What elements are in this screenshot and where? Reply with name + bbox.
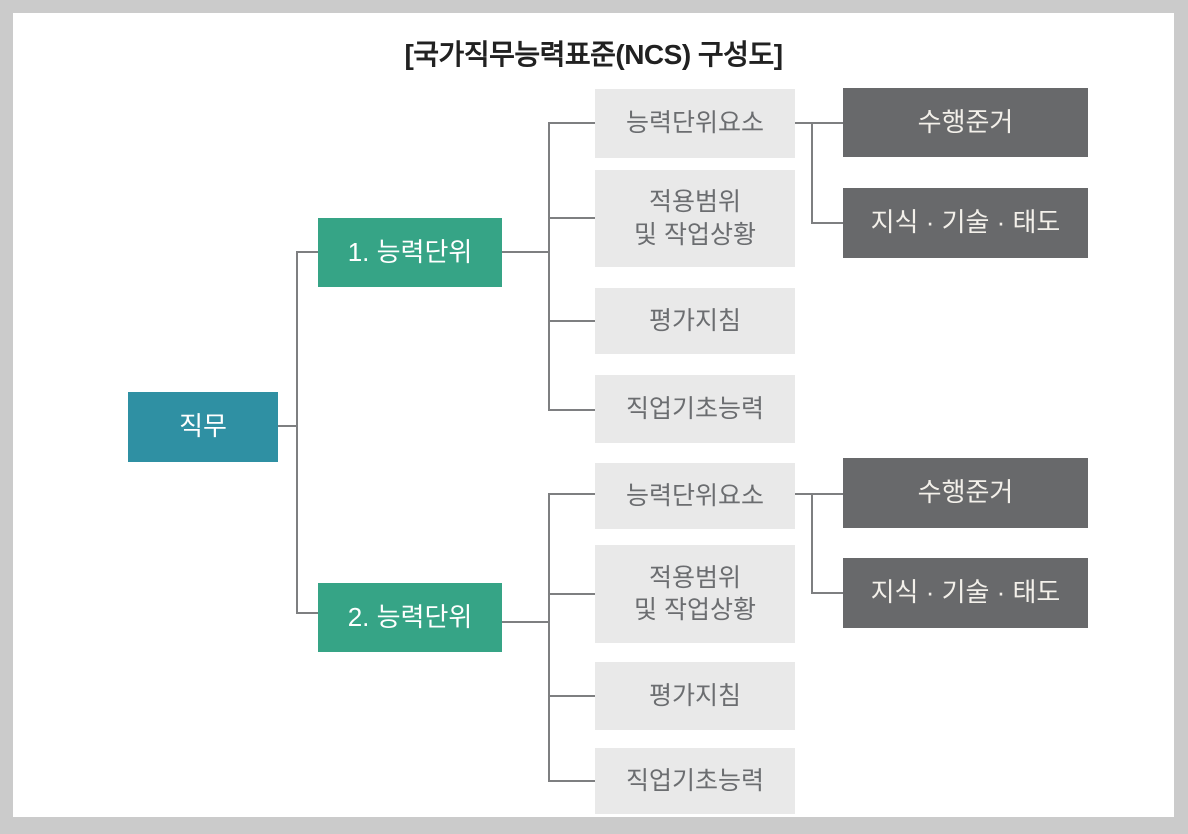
diagram-title: [국가직무능력표준(NCS) 구성도] [404,39,783,70]
detail-box-kst-2: 지식 · 기술 · 태도 [843,558,1088,628]
component-box-scope-1: 적용범위 및 작업상황 [595,170,795,267]
connector-g1-scope [550,217,595,219]
component-box-element-2: 능력단위요소 [595,463,795,529]
connector-g2-basic [548,780,595,782]
connector-g1-basic [548,409,595,411]
connector-g1-detail-trunk [811,122,813,224]
connector-trunk1 [548,122,550,411]
unit-box-1: 1. 능력단위 [318,218,502,287]
detail-box-kst-1: 지식 · 기술 · 태도 [843,188,1088,258]
component-box-evaluation-1: 평가지침 [595,288,795,354]
connector-g1-element [550,122,595,124]
connector-trunk2 [548,493,550,781]
connector-unit2-trunk [502,621,549,623]
connector-g2-criteria [795,493,843,495]
component-box-evaluation-2: 평가지침 [595,662,795,730]
root-box-jikmu: 직무 [128,392,278,462]
connector-root-unit2 [296,612,318,614]
connector-g1-criteria [795,122,843,124]
connector-g1-eval [550,320,595,322]
diagram-canvas: [국가직무능력표준(NCS) 구성도] 직무 1. 능력단위 2. 능력단위 능… [13,13,1174,817]
unit-box-2: 2. 능력단위 [318,583,502,652]
connector-root-unit1 [296,251,318,253]
connector-unit1-trunk [502,251,549,253]
connector-g2-element [550,493,595,495]
component-box-basic-2: 직업기초능력 [595,748,795,814]
connector-g1-kst [811,222,843,224]
detail-box-criteria-1: 수행준거 [843,88,1088,157]
connector-g2-kst [811,592,843,594]
connector-g2-eval [550,695,595,697]
connector-root-trunk [296,251,298,614]
connector-root-stub [278,425,298,427]
connector-g2-detail-trunk [811,493,813,594]
component-box-basic-1: 직업기초능력 [595,375,795,443]
component-box-element-1: 능력단위요소 [595,89,795,158]
connector-g2-scope [550,593,595,595]
component-box-scope-2: 적용범위 및 작업상황 [595,545,795,643]
detail-box-criteria-2: 수행준거 [843,458,1088,528]
